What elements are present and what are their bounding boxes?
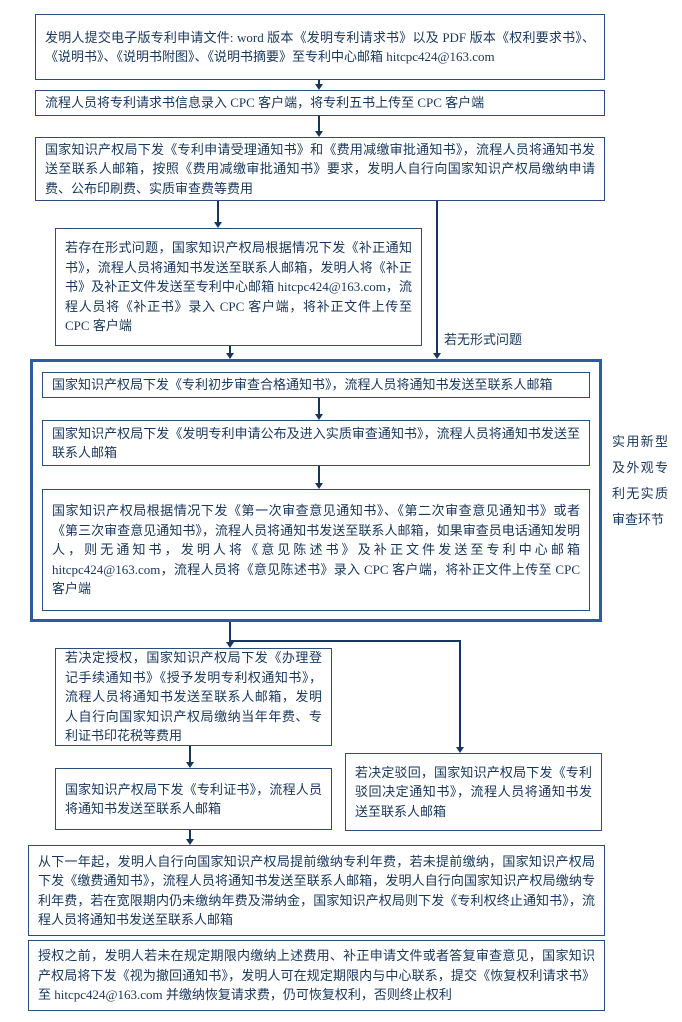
box-publication-substantive: 国家知识产权局下发《发明专利申请公布及进入实质审查通知书》，流程人员将通知书发送… [42, 420, 590, 466]
box-office-actions: 国家知识产权局根据情况下发《第一次审查意见通知书》、《第二次审查意见通知书》或者… [42, 489, 590, 611]
box-rejection-decision: 若决定驳回，国家知识产权局下发《专利驳回决定通知书》，流程人员将通知书发送至联系… [345, 753, 602, 831]
flow-arrowhead-prelim-to-publication [315, 414, 323, 420]
flow-arrowhead-correction-to-review [226, 353, 234, 359]
box-annual-fee-text: 从下一年起，发明人自行向国家知识产权局提前缴纳专利年费，若未提前缴纳，国家知识产… [38, 853, 595, 928]
box-withdrawal-recovery: 授权之前，发明人若未在规定期限内缴纳上述费用、补正申请文件或者答复审查意见，国家… [28, 940, 605, 1011]
box-publication-substantive-text: 国家知识产权局下发《发明专利申请公布及进入实质审查通知书》，流程人员将通知书发送… [52, 425, 580, 461]
flow-branch-line-grant-reject [229, 640, 461, 642]
box-patent-certificate-text: 国家知识产权局下发《专利证书》，流程人员将通知书发送至联系人邮箱 [65, 781, 322, 817]
flow-arrow-review-to-grant [229, 622, 231, 642]
flow-arrow-grant-to-certificate [189, 746, 191, 762]
box-grant-decision: 若决定授权，国家知识产权局下发《办理登记手续通知书》《授予发明专利权通知书》，流… [55, 648, 332, 746]
flow-arrow-acceptance-to-correction [217, 201, 219, 222]
box-submit-documents: 发明人提交电子版专利申请文件: word 版本《发明专利请求书》以及 PDF 版… [35, 14, 605, 80]
flow-arrow-submit-to-cpc [318, 80, 320, 84]
flow-arrow-publication-to-office-actions [318, 466, 320, 483]
flow-arrowhead-grant-to-certificate [186, 762, 194, 768]
flow-arrowhead-cpc-to-acceptance [315, 131, 323, 137]
box-grant-decision-text: 若决定授权，国家知识产权局下发《办理登记手续通知书》《授予发明专利权通知书》，流… [65, 650, 322, 744]
box-formal-correction: 若存在形式问题，国家知识产权局根据情况下发《补正通知书》，流程人员将通知书发送至… [55, 228, 422, 346]
label-side-note: 实用新型及外观专利无实质审查环节 [612, 434, 668, 527]
box-acceptance-notice-text: 国家知识产权局下发《专利申请受理通知书》和《费用减缴审批通知书》，流程人员将通知… [45, 141, 595, 196]
box-cpc-upload: 流程人员将专利请求书信息录入 CPC 客户端，将专利五书上传至 CPC 客户端 [35, 90, 605, 116]
flow-arrowhead-publication-to-office-actions [315, 483, 323, 489]
flow-arrowhead-review-to-grant [226, 642, 234, 648]
label-no-formal-issue: 若无形式问题 [444, 332, 523, 347]
box-submit-documents-text: 发明人提交电子版专利申请文件: word 版本《发明专利请求书》以及 PDF 版… [45, 29, 595, 65]
flow-arrowhead-review-to-rejection [456, 747, 464, 753]
flow-arrow-cpc-to-acceptance [318, 116, 320, 131]
flow-arrow-review-to-rejection [459, 640, 461, 747]
flow-arrow-no-formal-issue-bypass [436, 201, 438, 353]
box-acceptance-notice: 国家知识产权局下发《专利申请受理通知书》和《费用减缴审批通知书》，流程人员将通知… [35, 137, 605, 201]
flow-arrowhead-no-formal-issue-bypass [433, 353, 441, 359]
box-withdrawal-recovery-text: 授权之前，发明人若未在规定期限内缴纳上述费用、补正申请文件或者答复审查意见，国家… [38, 948, 595, 1003]
flow-arrowhead-certificate-to-annual-fee [186, 839, 194, 845]
flow-arrow-prelim-to-publication [318, 398, 320, 414]
box-preliminary-pass-text: 国家知识产权局下发《专利初步审查合格通知书》，流程人员将通知书发送至联系人邮箱 [52, 377, 553, 393]
flow-arrowhead-acceptance-to-correction [214, 222, 222, 228]
box-annual-fee: 从下一年起，发明人自行向国家知识产权局提前缴纳专利年费，若未提前缴纳，国家知识产… [28, 845, 605, 936]
flow-arrow-certificate-to-annual-fee [189, 830, 191, 839]
box-patent-certificate: 国家知识产权局下发《专利证书》，流程人员将通知书发送至联系人邮箱 [55, 768, 332, 830]
box-office-actions-text: 国家知识产权局根据情况下发《第一次审查意见通知书》、《第二次审查意见通知书》或者… [52, 503, 580, 597]
flow-arrow-correction-to-review [229, 346, 231, 353]
substantive-review-group-frame [30, 359, 602, 622]
box-rejection-decision-text: 若决定驳回，国家知识产权局下发《专利驳回决定通知书》，流程人员将通知书发送至联系… [355, 764, 592, 819]
box-cpc-upload-text: 流程人员将专利请求书信息录入 CPC 客户端，将专利五书上传至 CPC 客户端 [45, 95, 485, 111]
box-formal-correction-text: 若存在形式问题，国家知识产权局根据情况下发《补正通知书》，流程人员将通知书发送至… [65, 240, 412, 334]
flow-arrowhead-submit-to-cpc [315, 84, 323, 90]
box-preliminary-pass: 国家知识产权局下发《专利初步审查合格通知书》，流程人员将通知书发送至联系人邮箱 [42, 372, 590, 398]
